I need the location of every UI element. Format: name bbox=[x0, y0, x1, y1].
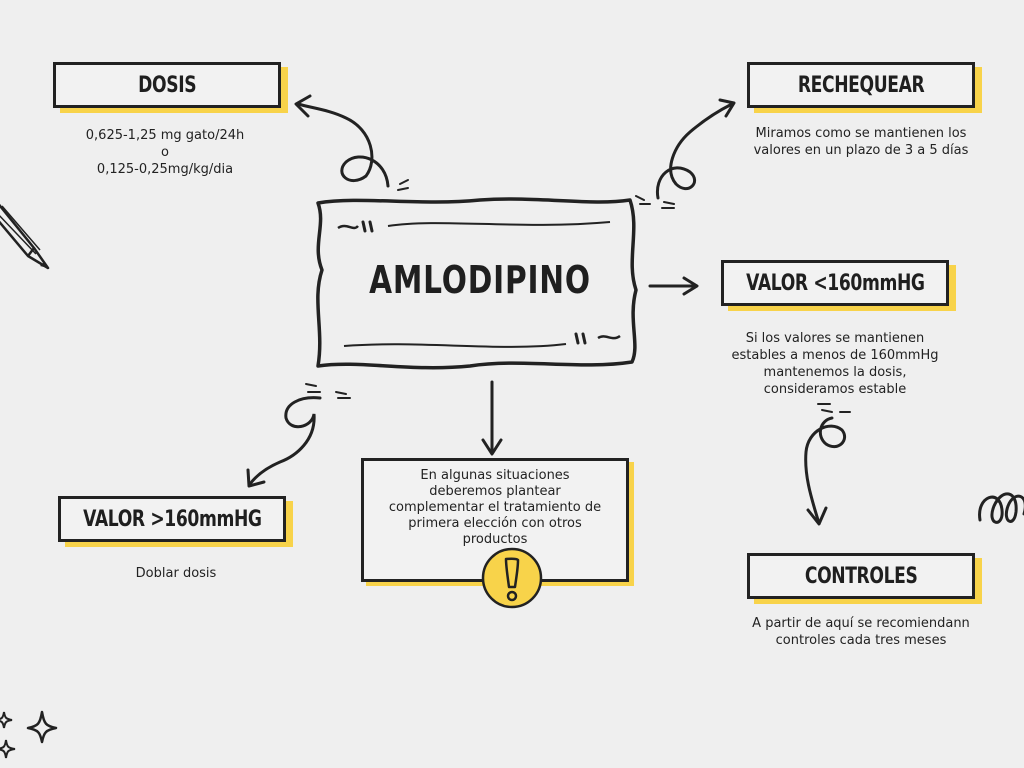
complemento-line: productos bbox=[462, 532, 528, 547]
valor-mayor-title: VALOR >160mmHG bbox=[82, 506, 262, 532]
quote-close bbox=[574, 332, 587, 345]
controles-line: controles cada tres meses bbox=[775, 633, 947, 648]
rechequear-line: valores en un plazo de 3 a 5 días bbox=[753, 143, 969, 158]
warning-icon bbox=[481, 547, 543, 609]
sparkle-icon bbox=[0, 739, 16, 759]
valor-mayor-note: Doblar dosis bbox=[58, 565, 294, 582]
complemento-line: complementar el tratamiento de bbox=[388, 500, 602, 515]
rechequear-note: Miramos como se mantienen los valores en… bbox=[725, 125, 997, 159]
valor-menor-line: estables a menos de 160mmHg bbox=[731, 348, 939, 363]
complemento-line: deberemos plantear bbox=[429, 484, 561, 499]
controles-line: A partir de aquí se recomiendann bbox=[752, 616, 970, 631]
dosis-title: DOSIS bbox=[138, 72, 196, 98]
valor-menor-title: VALOR <160mmHG bbox=[745, 270, 925, 296]
dosis-line: o bbox=[161, 145, 169, 160]
controles-title: CONTROLES bbox=[804, 563, 918, 589]
valor-menor-note: Si los valores se mantienen estables a m… bbox=[715, 330, 955, 398]
center-frame bbox=[316, 197, 638, 370]
sparkle-icon bbox=[26, 710, 58, 744]
sparkle-icon bbox=[0, 711, 13, 729]
dosis-box: DOSIS bbox=[53, 62, 281, 108]
rechequear-title: RECHEQUEAR bbox=[797, 72, 925, 98]
dosis-line: 0,625-1,25 mg gato/24h bbox=[85, 128, 245, 143]
rechequear-line: Miramos como se mantienen los bbox=[755, 126, 967, 141]
valor-menor-line: mantenemos la dosis, bbox=[763, 365, 907, 380]
valor-menor-box: VALOR <160mmHG bbox=[721, 260, 949, 306]
valor-mayor-box: VALOR >160mmHG bbox=[58, 496, 286, 542]
valor-menor-line: consideramos estable bbox=[763, 382, 907, 397]
controles-note: A partir de aquí se recomiendann control… bbox=[725, 615, 997, 649]
valor-mayor-line: Doblar dosis bbox=[135, 566, 217, 581]
center-title: AMLODIPINO bbox=[369, 258, 591, 302]
dosis-line: 0,125-0,25mg/kg/dia bbox=[96, 162, 234, 177]
complemento-line: primera elección con otros bbox=[408, 516, 582, 531]
valor-menor-line: Si los valores se mantienen bbox=[745, 331, 925, 346]
scribble-icon bbox=[978, 492, 1024, 524]
dosis-note: 0,625-1,25 mg gato/24h o 0,125-0,25mg/kg… bbox=[40, 127, 290, 178]
rechequear-box: RECHEQUEAR bbox=[747, 62, 975, 108]
complemento-line: En algunas situaciones bbox=[420, 468, 570, 483]
quote-open bbox=[361, 220, 374, 233]
controles-box: CONTROLES bbox=[747, 553, 975, 599]
complemento-text: En algunas situaciones deberemos plantea… bbox=[361, 468, 629, 548]
pencil-icon bbox=[0, 203, 50, 270]
